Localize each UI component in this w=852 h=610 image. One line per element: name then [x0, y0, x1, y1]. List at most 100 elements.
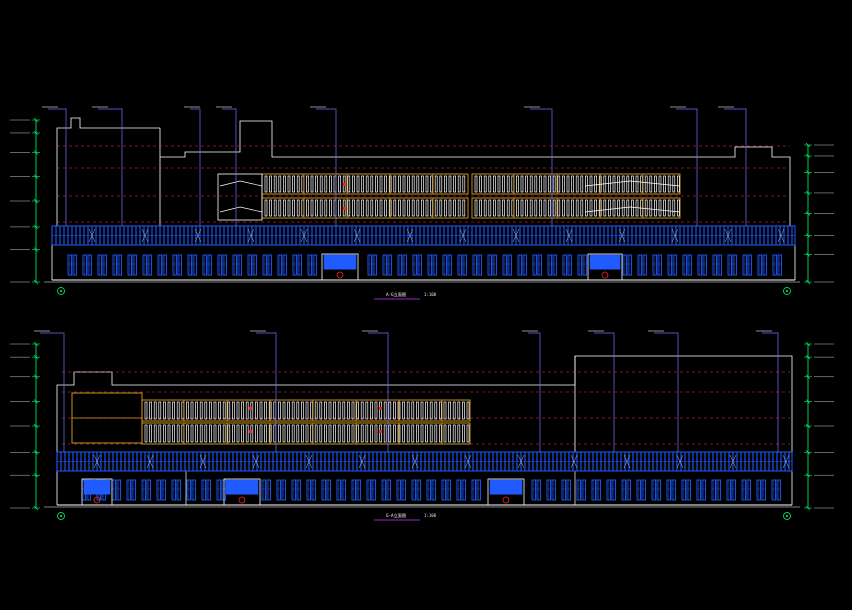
strip-window-pane [333, 401, 336, 420]
strip-window-pane [406, 401, 410, 420]
strip-window-pane [287, 424, 290, 443]
callout-leader [40, 332, 65, 452]
level-tick-slash [33, 354, 39, 360]
strip-window-pane [612, 199, 616, 217]
strip-window-pane [594, 199, 597, 217]
strip-window-pane [452, 424, 456, 443]
entrance-door-marker [238, 496, 246, 504]
strip-window-pane [163, 401, 166, 420]
strip-window-pane [393, 199, 397, 217]
strip-window-pane [462, 175, 466, 193]
strip-window-pane [429, 401, 433, 420]
strip-window-pane [462, 401, 465, 420]
strip-window-pane [466, 424, 470, 443]
strip-window-pane [448, 401, 451, 420]
elevation-scale-upper: 1:100 [424, 292, 437, 297]
strip-window-pane [338, 175, 341, 193]
strip-window-pane [310, 401, 313, 420]
glass-brace [512, 228, 520, 243]
strip-window-pane [388, 401, 392, 420]
strip-window-pane [315, 175, 318, 193]
strip-window-pane [497, 199, 501, 217]
glass-brace [406, 228, 414, 243]
strip-window-pane [425, 199, 429, 217]
level-tick-slash [805, 341, 811, 347]
elevation-title-lower: G-A立面图 [386, 512, 406, 519]
strip-window-pane [287, 175, 291, 193]
strip-window-pane [273, 401, 277, 420]
level-tick-slash [805, 190, 811, 196]
strip-window-pane [153, 401, 157, 420]
level-tick-slash [33, 399, 39, 404]
strip-window-pane [439, 175, 443, 193]
strip-window-pane [255, 401, 258, 420]
strip-window-pane [365, 401, 369, 420]
level-tick-slash [33, 472, 39, 478]
strip-window-pane [375, 199, 378, 217]
entrance-frame [487, 478, 525, 506]
stair-curve [219, 180, 263, 187]
strip-window-pane [301, 401, 304, 420]
level-tick-slash [805, 399, 811, 404]
strip-window-pane [585, 199, 588, 217]
glass-brace [464, 454, 472, 469]
strip-window-pane [296, 424, 300, 443]
strip-window-pane [425, 175, 429, 193]
strip-window-pane [333, 424, 336, 443]
glass-brace [247, 228, 255, 243]
strip-window-pane [324, 199, 328, 217]
strip-window-pane [644, 199, 648, 217]
strip-window-pane [594, 175, 597, 193]
red-marker [343, 207, 346, 210]
strip-window-pane [319, 175, 323, 193]
strip-window-pane [144, 424, 148, 443]
glass-brace [618, 228, 626, 243]
strip-window-pane [443, 401, 447, 420]
strip-window-pane [195, 424, 198, 443]
strip-window-pane [663, 199, 666, 217]
strip-window-pane [283, 199, 286, 217]
strip-window-pane [287, 401, 290, 420]
strip-window-pane [635, 175, 639, 193]
strip-window-pane [434, 401, 438, 420]
level-tick-slash [33, 150, 39, 155]
strip-window-pane [269, 175, 272, 193]
strip-window-pane [552, 175, 556, 193]
strip-window-pane [222, 424, 226, 443]
level-tick-slash [805, 211, 811, 216]
strip-window-pane [457, 401, 461, 420]
entrance-canopy-glass [489, 479, 523, 495]
strip-window-pane [232, 424, 235, 443]
strip-window-pane [667, 199, 671, 217]
strip-window-pane [149, 401, 152, 420]
strip-window-pane [310, 424, 313, 443]
strip-window-pane [539, 199, 542, 217]
level-tick-slash [33, 247, 39, 252]
strip-window-pane [649, 199, 653, 217]
entrance-canopy-glass [225, 479, 259, 495]
strip-window-pane [264, 199, 268, 217]
strip-window-pane [384, 175, 387, 193]
strip-window-frame [141, 399, 471, 422]
strip-window-pane [375, 175, 378, 193]
entrance-door-marker [336, 271, 344, 279]
strip-window-pane [370, 401, 373, 420]
level-tick-slash [33, 450, 39, 455]
strip-window-pane [457, 175, 461, 193]
glass-brace [141, 228, 149, 243]
strip-window-pane [402, 175, 406, 193]
strip-window-pane [603, 199, 607, 217]
entrance-door-marker [601, 271, 609, 279]
strip-window-pane [444, 199, 447, 217]
glass-brace [194, 228, 202, 243]
glass-brace [353, 228, 361, 243]
glass-brace [671, 228, 679, 243]
strip-window-pane [548, 175, 551, 193]
strip-window-pane [589, 199, 593, 217]
strip-window-pane [305, 424, 309, 443]
strip-window-pane [232, 401, 235, 420]
elevation-scale-lower: 1:100 [424, 513, 437, 518]
strip-window-pane [566, 199, 570, 217]
axis-bubble [783, 512, 791, 520]
